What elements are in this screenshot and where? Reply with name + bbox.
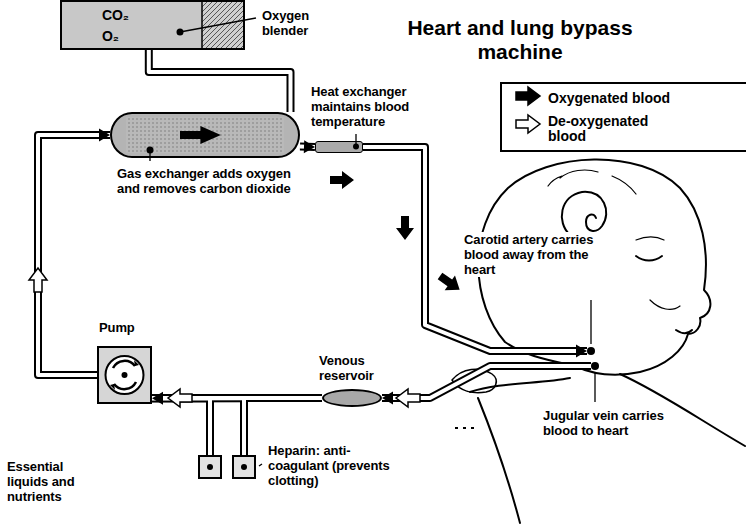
tube-connector <box>149 50 291 112</box>
arrow-head <box>152 392 163 405</box>
node-label: O₂ <box>102 28 162 45</box>
node-label: Pump <box>99 320 159 335</box>
gas-exchanger-detail <box>112 114 302 160</box>
flow-arrow <box>396 216 414 240</box>
arrow-head <box>304 140 315 153</box>
diagram-title: Heart and lung bypass machine <box>385 16 655 64</box>
oxygen-blender: CO₂O₂Oxygen blender <box>60 0 245 50</box>
flow-arrow <box>330 171 354 189</box>
leader-line <box>590 300 591 344</box>
baby-eyebrow <box>636 237 664 240</box>
bag-dot <box>200 457 224 481</box>
heat-exchanger-detail <box>316 142 364 154</box>
node-label: Heparin: anti-coagulant (prevents clotti… <box>268 443 408 488</box>
flow-arrow-white <box>168 389 192 407</box>
jugular-vein: Jugular vein carries blood to heart <box>591 362 599 370</box>
bag-dot <box>234 457 258 481</box>
arrow-head <box>382 392 393 405</box>
legend-label: Oxygenated blood <box>548 91 728 106</box>
node-label: Carotid artery carries blood away from t… <box>462 232 616 277</box>
baby-cheek <box>650 300 680 309</box>
baby-hair <box>548 170 636 194</box>
venous-reservoir: Venous reservoir <box>322 389 382 407</box>
tube-inner <box>382 366 591 398</box>
pump: Pump <box>97 346 152 404</box>
node-label: Venous reservoir <box>319 353 409 383</box>
node-label: CO₂ <box>102 7 162 24</box>
baby-ear <box>562 192 606 235</box>
carotid-artery: Carotid artery carries blood away from t… <box>587 347 595 355</box>
node-label: Oxygen blender <box>262 8 342 38</box>
node-label: Essential liquids and nutrients <box>7 459 99 504</box>
gas-exchanger: Gas exchanger adds oxygen and removes ca… <box>110 112 300 158</box>
baby-body <box>478 398 520 523</box>
tube-connector <box>38 135 110 375</box>
flow-arrow-white <box>29 268 47 292</box>
blender-detail <box>62 2 247 52</box>
legend-swatch <box>514 114 544 134</box>
leader-line <box>259 464 262 466</box>
arrow-head <box>576 345 587 358</box>
tube-connector <box>152 398 210 455</box>
tube-inner <box>149 50 291 112</box>
heat-exchanger: Heat exchanger maintains blood temperatu… <box>315 141 363 153</box>
tube-connector <box>152 398 244 455</box>
legend-box: Oxygenated bloodDe-oxygenated blood <box>500 82 746 152</box>
node-label: Heat exchanger maintains blood temperatu… <box>311 84 461 129</box>
legend-label: De-oxygenated blood <box>548 114 683 144</box>
tube-connector <box>382 366 591 398</box>
baby-mouth <box>676 330 692 333</box>
legend-swatch <box>514 86 544 106</box>
node-label: Jugular vein carries blood to heart <box>541 408 670 438</box>
arrow-head <box>99 129 110 142</box>
heparin-bag: Heparin: anti-coagulant (prevents clotti… <box>232 455 256 479</box>
node-label: Gas exchanger adds oxygen and removes ca… <box>117 166 292 196</box>
dots <box>455 427 474 429</box>
baby-shoulder <box>470 378 570 392</box>
pump-rotor <box>99 348 154 406</box>
flow-arrow-white <box>396 389 420 407</box>
tube-inner <box>152 398 210 455</box>
flow-arrow <box>435 269 465 298</box>
tube-inner <box>38 135 110 375</box>
baby-eye <box>636 256 662 261</box>
tube-inner <box>152 398 244 455</box>
leader-line <box>594 372 595 402</box>
nutrient-bag: Essential liquids and nutrients <box>198 455 222 479</box>
